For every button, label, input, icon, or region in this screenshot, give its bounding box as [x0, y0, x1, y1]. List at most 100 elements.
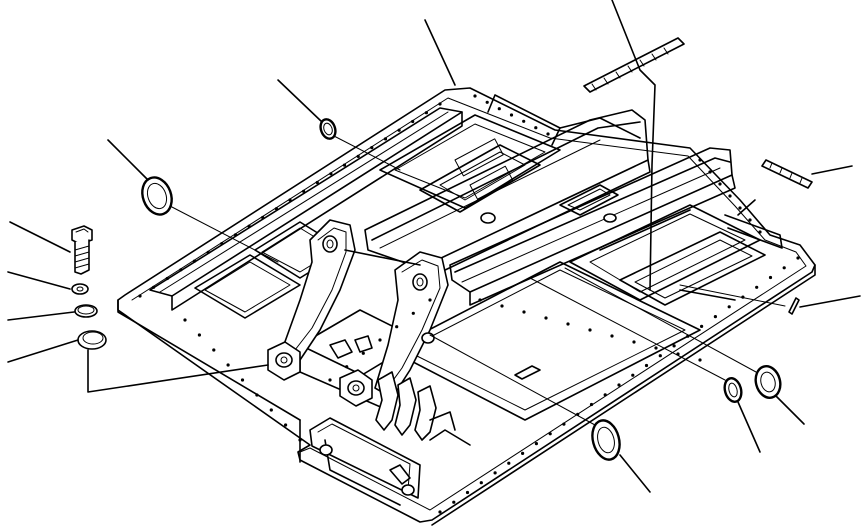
- bolt-hole: [165, 276, 169, 281]
- bolt-part: [71, 225, 93, 275]
- bolt-hole: [438, 510, 442, 514]
- bolt-hole: [302, 189, 306, 193]
- bolt-hole: [654, 346, 658, 350]
- bolt-hole: [748, 218, 752, 222]
- leader-ring-right-a-ext: [529, 277, 726, 381]
- bolt-hole: [179, 268, 183, 272]
- seal-ring-bottom: [591, 419, 621, 461]
- bolt-hole: [603, 393, 607, 397]
- main-frame-plate: [117, 87, 816, 526]
- bolt-hole: [356, 154, 360, 158]
- washer-part: [71, 283, 89, 295]
- bolt-hole: [548, 432, 552, 436]
- bolt-hole: [220, 242, 224, 246]
- bolt-hole: [546, 132, 550, 136]
- bolt-hole: [478, 298, 482, 302]
- callout-leaders: [7, 0, 861, 493]
- shaft-upper-right: [583, 37, 813, 189]
- bolt-hole: [274, 207, 278, 211]
- bolt-hole: [500, 304, 504, 308]
- bolt-hole: [361, 351, 365, 355]
- leader-seal-ring-left: [107, 139, 149, 181]
- bolt-hole: [631, 373, 635, 377]
- leader-seal-ring-upper: [277, 79, 323, 123]
- bolt-hole: [269, 408, 273, 412]
- leader-plate-large: [7, 339, 79, 363]
- bolt-hole: [713, 315, 718, 319]
- bolt-hole: [698, 158, 702, 162]
- bolt-hole: [465, 490, 470, 495]
- cylinder-brackets: [267, 335, 437, 441]
- bolt-hole: [522, 119, 526, 123]
- left-side-member: [149, 107, 463, 319]
- bolt-hole: [728, 194, 732, 198]
- frame-bolt-holes: [138, 94, 800, 514]
- leader-ring-right-a: [737, 401, 761, 453]
- bolt-hole: [424, 111, 428, 115]
- bolt-hole: [298, 438, 302, 442]
- bolt-hole: [284, 423, 288, 427]
- seal-ring-left: [141, 176, 173, 216]
- bolt-hole: [255, 393, 259, 397]
- leader-ring-bottom-ext: [429, 334, 596, 426]
- bolt-hole: [345, 365, 349, 369]
- bolt-hole: [397, 128, 401, 132]
- bolt-hole: [700, 324, 704, 328]
- bolt-hole: [782, 266, 786, 270]
- bolt-hole: [534, 126, 538, 130]
- bolt-hole: [315, 180, 319, 185]
- bolt-hole: [658, 354, 662, 358]
- bolt-hole: [672, 344, 676, 348]
- bolt-hole: [473, 94, 477, 98]
- bolt-hole: [411, 119, 415, 124]
- bolt-hole: [727, 305, 731, 309]
- leader-hardware-bracket: [87, 349, 269, 393]
- seal-ring-right-b: [754, 365, 782, 399]
- bolt-hole: [507, 461, 511, 465]
- bolt-hole: [452, 500, 456, 504]
- bolt-hole: [261, 215, 265, 220]
- leader-seal-ring-left-ext: [169, 205, 279, 263]
- bolt-hole: [698, 358, 702, 362]
- leader-seal-ring-upper-ext: [333, 135, 401, 171]
- bolt-hole: [411, 311, 415, 315]
- seal-ring-right-a: [723, 377, 743, 403]
- pin-right-part: [788, 297, 800, 315]
- seal-ring-upper: [319, 118, 337, 140]
- bolt-hole: [329, 172, 333, 176]
- bolt-hole: [342, 163, 347, 167]
- front-lower-box: [309, 411, 471, 506]
- bolt-hole: [288, 198, 292, 202]
- leader-bolt: [9, 221, 71, 253]
- bolt-hole: [383, 137, 388, 141]
- leader-pin-right-ext: [679, 284, 786, 307]
- leader-right-bracket-ext: [737, 199, 756, 216]
- bolt-hole: [708, 170, 712, 174]
- central-beam: [364, 109, 651, 283]
- bolt-hole: [588, 328, 592, 332]
- leader-top-center: [424, 19, 456, 86]
- bolt-hole: [197, 333, 201, 337]
- bolt-hole: [522, 310, 526, 314]
- bolt-hole: [610, 334, 614, 338]
- bolt-hole: [589, 402, 594, 407]
- bolt-hole: [240, 378, 245, 382]
- leader-washer: [7, 271, 71, 290]
- bolt-hole: [378, 338, 382, 342]
- leader-pin-right: [799, 295, 861, 308]
- bolt-hole: [497, 107, 501, 111]
- bolt-hole: [521, 451, 525, 455]
- leader-ring-bottom: [619, 454, 651, 493]
- bolt-hole: [370, 146, 374, 150]
- leader-right-bracket: [811, 165, 853, 175]
- bolt-hole: [644, 363, 649, 368]
- bolt-hole: [485, 100, 489, 104]
- bolt-hole: [544, 316, 548, 320]
- boom-foot-brackets: [281, 219, 449, 413]
- bolt-hole: [758, 230, 762, 234]
- bolt-hole: [247, 224, 251, 228]
- bolt-hole: [212, 348, 216, 352]
- bolt-hole: [206, 250, 210, 254]
